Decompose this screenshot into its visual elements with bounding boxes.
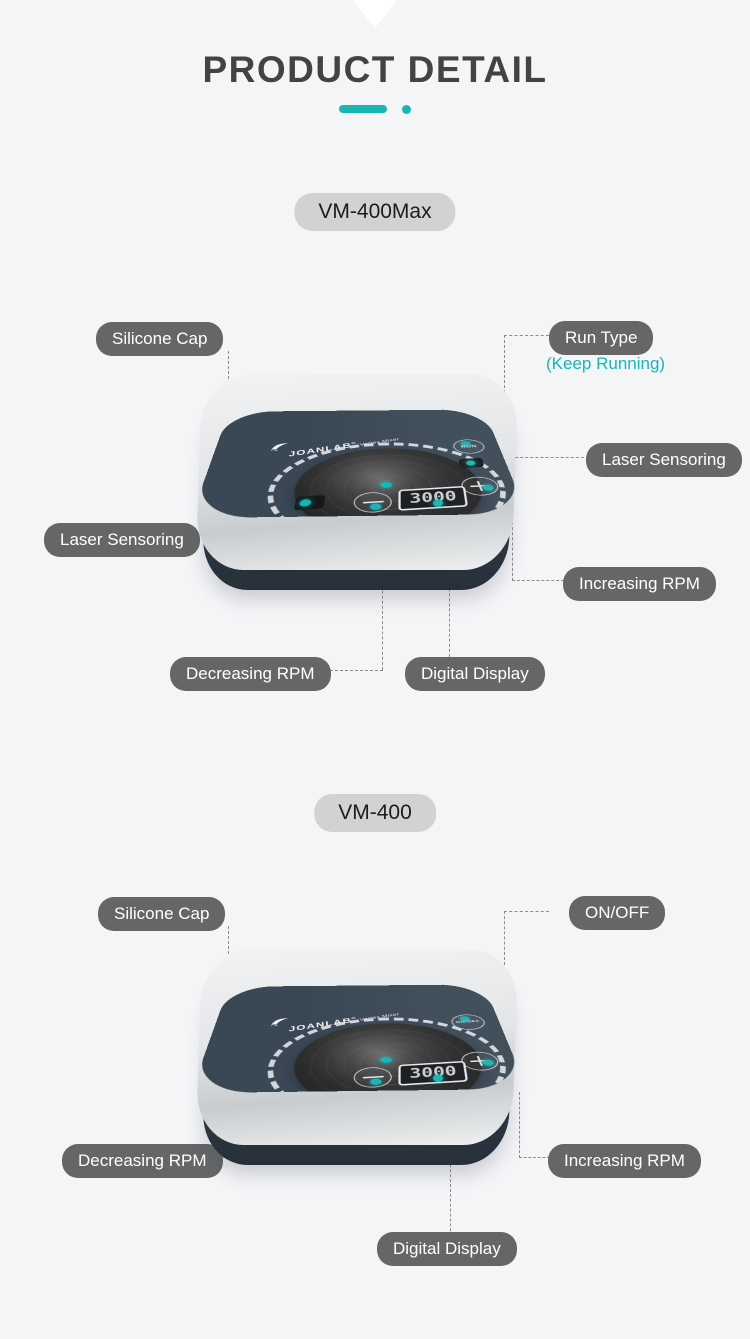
cap-center-led-icon <box>379 1056 393 1063</box>
decrease-led-icon <box>369 1078 383 1086</box>
plus-icon-v <box>476 1055 484 1067</box>
plus-icon-h <box>469 484 490 488</box>
cap-center-led-icon <box>379 481 393 488</box>
page-title: PRODUCT DETAIL <box>202 49 548 90</box>
leader-line <box>330 670 383 671</box>
laser-led-icon <box>465 460 476 466</box>
display-led-icon <box>432 1074 444 1083</box>
decrease-rpm-button[interactable] <box>352 491 394 514</box>
underline-bar-icon <box>339 105 387 113</box>
callout-laser-sensoring-left[interactable]: Laser Sensoring <box>44 523 200 557</box>
display-value: 3000 <box>408 488 458 507</box>
callout-run-type-note: (Keep Running) <box>546 354 666 373</box>
callout-digital-display-2[interactable]: Digital Display <box>377 1232 517 1266</box>
callout-decreasing-rpm-2[interactable]: Decreasing RPM <box>62 1144 223 1178</box>
minus-icon <box>362 1075 385 1079</box>
cap-ring <box>309 451 480 519</box>
device-vm400max: JOANLAB®Vortex Mixer RUN <box>187 338 528 603</box>
digital-display: 3000 <box>398 1060 469 1086</box>
top-notch <box>0 0 750 30</box>
increase-rpm-button[interactable] <box>458 1050 503 1072</box>
plus-icon-v <box>476 480 484 492</box>
minus-icon <box>362 500 385 504</box>
leader-line <box>504 335 505 433</box>
on-off-button-label: ON/OFF <box>455 1019 481 1025</box>
display-value: 3000 <box>408 1063 458 1082</box>
increase-rpm-button[interactable] <box>458 475 503 497</box>
callout-decreasing-rpm[interactable]: Decreasing RPM <box>170 657 331 691</box>
underline-dot-icon <box>402 105 411 114</box>
leader-line <box>512 512 513 581</box>
increase-led-icon <box>481 484 495 491</box>
brand-text: JOANLAB®Vortex Mixer <box>289 434 400 458</box>
brand-subtitle: Vortex Mixer <box>359 1012 400 1023</box>
on-off-led-icon <box>458 1016 471 1022</box>
brand-text: JOANLAB®Vortex Mixer <box>289 1009 400 1033</box>
leader-line <box>450 1125 451 1246</box>
callout-silicone-cap[interactable]: Silicone Cap <box>96 322 224 356</box>
run-button-label: RUN <box>460 444 478 449</box>
device-top-plate: JOANLAB®Vortex Mixer ON/OFF 3000 <box>190 984 528 1094</box>
title-underline <box>339 100 411 118</box>
decrease-led-icon <box>369 503 383 511</box>
callout-on-off[interactable]: ON/OFF <box>569 896 666 930</box>
brand-registered-icon: ® <box>351 1016 357 1021</box>
cap-ring <box>358 473 420 503</box>
model-badge-vm400max: VM-400Max <box>294 193 456 231</box>
leader-line <box>382 560 383 670</box>
device-vm400: JOANLAB®Vortex Mixer ON/OFF 3000 <box>187 913 528 1178</box>
brand-registered-icon: ® <box>351 441 357 446</box>
decrease-rpm-button[interactable] <box>352 1066 394 1089</box>
display-led-icon <box>432 499 444 508</box>
cap-ring <box>309 1026 480 1094</box>
callout-silicone-cap-2[interactable]: Silicone Cap <box>98 897 226 931</box>
run-button[interactable]: RUN <box>450 438 488 455</box>
increase-led-icon <box>481 1059 495 1066</box>
on-off-button[interactable]: ON/OFF <box>448 1013 489 1031</box>
leader-line <box>505 457 589 458</box>
notch-triangle-icon <box>327 0 423 28</box>
leader-line <box>504 911 549 912</box>
run-led-icon <box>459 441 472 447</box>
digital-display: 3000 <box>398 485 469 511</box>
callout-increasing-rpm-2[interactable]: Increasing RPM <box>548 1144 701 1178</box>
leader-line <box>504 911 505 1011</box>
callout-increasing-rpm[interactable]: Increasing RPM <box>563 567 716 601</box>
callout-laser-sensoring-right[interactable]: Laser Sensoring <box>586 443 742 477</box>
leader-line <box>519 1092 520 1158</box>
leader-line <box>504 335 549 336</box>
leader-line <box>449 548 450 672</box>
brand-subtitle: Vortex Mixer <box>359 437 400 448</box>
laser-sensor-right <box>458 457 485 469</box>
cap-ring <box>342 466 439 512</box>
cap-ring <box>358 1048 420 1078</box>
model-badge-vm400: VM-400 <box>314 794 436 832</box>
laser-led-icon <box>298 498 312 507</box>
callout-run-type[interactable]: Run Type <box>549 321 654 355</box>
leader-line <box>512 580 564 581</box>
cap-ring <box>342 1041 439 1087</box>
laser-sensor-left <box>293 495 326 511</box>
plus-icon-h <box>469 1059 490 1063</box>
cap-ring <box>325 1033 459 1094</box>
cap-ring <box>325 458 459 519</box>
leader-line <box>519 1157 550 1158</box>
callout-digital-display[interactable]: Digital Display <box>405 657 545 691</box>
device-top-plate: JOANLAB®Vortex Mixer RUN <box>190 409 528 519</box>
